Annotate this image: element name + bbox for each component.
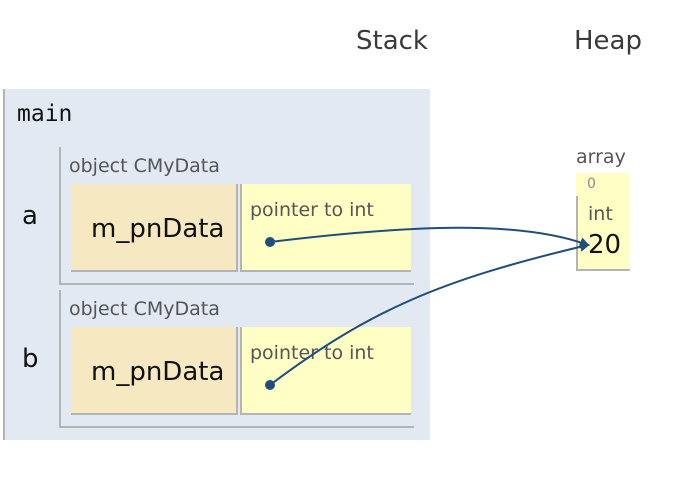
heap-header: Heap [574,26,642,56]
object-a-box [59,147,414,285]
heap-array-element [576,196,630,271]
heap-element-value: 20 [588,230,622,260]
frame-name: main [17,101,73,127]
stack-header: Stack [356,26,428,56]
variable-a-name: a [22,201,38,231]
pointer-dot-a [265,237,275,247]
pointer-arrow-b [269,241,590,386]
heap-array-cell [576,173,630,271]
variable-b-name: b [22,344,39,374]
object-b-pointer-cell [240,327,411,415]
heap-array-index: 0 [587,176,596,192]
object-b-pointer-type: pointer to int [250,342,374,364]
object-a-field-cell [71,184,238,272]
heap-element-type: int [588,203,613,225]
object-b-box [59,290,414,428]
object-a-field-name: m_pnData [91,214,225,244]
object-b-field-name: m_pnData [91,357,225,387]
pointer-dot-b [265,380,275,390]
pointer-arrow-a [269,226,590,247]
object-a-pointer-type: pointer to int [250,199,374,221]
object-a-pointer-cell [240,184,411,272]
object-a-label: object CMyData [69,155,220,177]
object-b-label: object CMyData [69,298,220,320]
heap-array-label: array [576,146,626,168]
object-b-field-cell [71,327,238,415]
